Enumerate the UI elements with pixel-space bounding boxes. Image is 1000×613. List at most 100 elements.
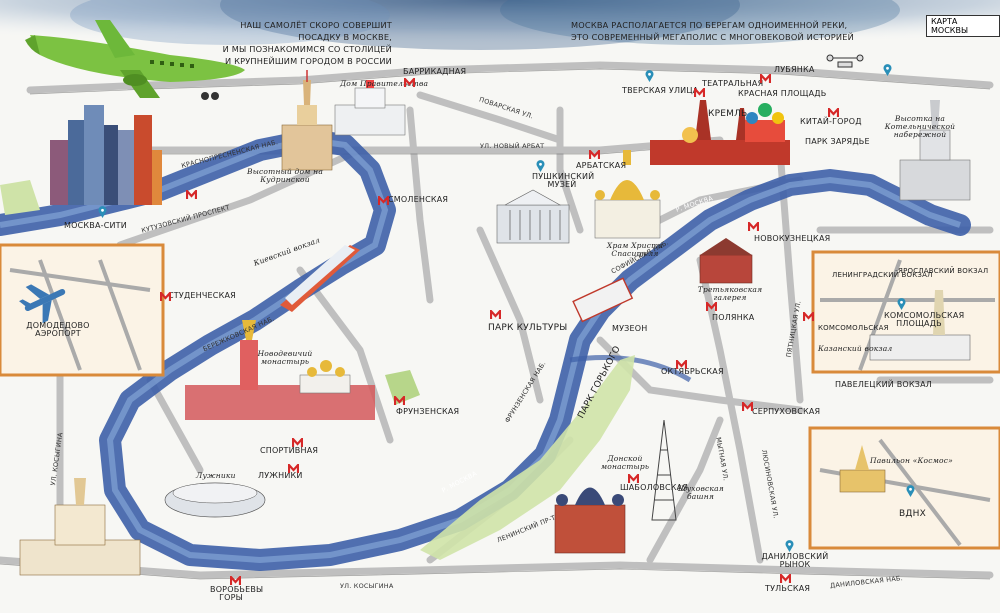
station-shabolovskaya: ШАБОЛОВСКАЯ (620, 483, 689, 492)
airport-plane-icon (19, 284, 66, 324)
kotelnicheskaya-building (899, 100, 971, 201)
label-kotelnicheskaya: Высотка на Котельнической набережной (884, 114, 956, 139)
metro-icon (378, 196, 389, 205)
map-title: КАРТА МОСКВЫ (926, 15, 1000, 37)
metro-icon (160, 292, 171, 301)
location-pin-icon (536, 160, 545, 172)
intro-left-line: И КРУПНЕЙШИМ ГОРОДОМ В РОССИИ (224, 55, 392, 66)
metro-icon (706, 302, 717, 311)
label-donskoy: Донской монастырь (600, 454, 650, 471)
kremlin-building (650, 100, 790, 165)
metro-icon (780, 574, 791, 583)
mgu-building (19, 478, 141, 576)
location-pin-icon (883, 64, 892, 76)
station-lubyanka: ЛУБЯНКА (774, 65, 815, 74)
drone-icon (826, 54, 864, 68)
location-pin-icon (785, 540, 794, 552)
label-kudrinskaya: Высотный дом на Кудринской (247, 167, 323, 184)
metro-icon (292, 438, 303, 447)
location-pin-icon (906, 485, 915, 497)
metro-icon (490, 310, 501, 319)
metro-icon (748, 222, 759, 231)
komsomolskaya-stations (869, 290, 971, 361)
station-smolenskaya: СМОЛЕНСКАЯ (388, 195, 449, 204)
station-sportivnaya: СПОРТИВНАЯ (260, 446, 319, 455)
station-vorobyovy-gory: ВОРОБЬЕВЫ ГОРЫ (210, 585, 264, 603)
intro-right-line: ЭТО СОВРЕМЕННЫЙ МЕГАПОЛИС С МНОГОВЕКОВОЙ… (571, 31, 854, 42)
metro-icon (628, 474, 639, 483)
station-luzhniki: ЛУЖНИКИ (258, 471, 303, 480)
intro-right: МОСКВА РАСПОЛАГАЕТСЯ ПО БЕРЕГАМ ОДНОИМЕН… (571, 20, 871, 44)
metro-icon (742, 402, 753, 411)
label-domodedovo: ДОМОДЕДОВО АЭРОПОРТ (26, 321, 90, 339)
tretyakov-gallery (699, 238, 753, 284)
label-red-square: КРАСНАЯ ПЛОЩАДЬ (738, 89, 827, 98)
label-yaroslavsky: ЯРОСЛАВСКИЙ ВОКЗАЛ (898, 267, 989, 275)
green-airplane-icon (25, 20, 245, 100)
kudrinskaya-building (281, 70, 333, 171)
river-boat (280, 245, 360, 312)
label-vdnh-pavilion: Павильон «Космос» (870, 456, 953, 465)
label-moscow-city: МОСКВА-СИТИ (64, 221, 127, 230)
metro-icon (694, 88, 705, 97)
location-pin-icon (645, 70, 654, 82)
label-paveletsky: ПАВЕЛЕЦКИЙ ВОКЗАЛ (835, 380, 932, 389)
station-polyanka: ПОЛЯНКА (712, 313, 755, 322)
station-studencheskaya: СТУДЕНЧЕСКАЯ (168, 291, 236, 300)
label-kazansky: Казанский вокзал (818, 344, 893, 353)
metro-icon (394, 396, 405, 405)
station-park-kultury: ПАРК КУЛЬТУРЫ (488, 323, 568, 333)
intro-left: НАШ САМОЛЁТ СКОРО СОВЕРШИТ ПОСАДКУ В МОС… (222, 20, 392, 68)
street-novy-arbat: УЛ. НОВЫЙ АРБАТ (480, 142, 545, 150)
station-arbatskaya: АРБАТСКАЯ (576, 161, 627, 170)
station-komsomolskaya: КОМСОМОЛЬСКАЯ (818, 324, 889, 332)
label-kremlin: КРЕМЛЬ (708, 109, 748, 119)
station-kitay-gorod: КИТАЙ-ГОРОД (800, 117, 862, 126)
intro-right-line: МОСКВА РАСПОЛАГАЕТСЯ ПО БЕРЕГАМ ОДНОИМЕН… (571, 20, 848, 30)
christ-saviour-cathedral (594, 150, 661, 239)
luzhniki-stadium (164, 482, 266, 518)
label-christ: Храм Христа Спасителя (606, 241, 664, 258)
station-tulskaya: ТУЛЬСКАЯ (765, 584, 811, 593)
donskoy-monastery (554, 487, 626, 554)
label-muzeon: МУЗЕОН (612, 324, 648, 333)
metro-icon (589, 150, 600, 159)
vdnh-pavilion (839, 445, 886, 493)
station-oktyabrskaya: ОКТЯБРЬСКАЯ (661, 367, 724, 376)
station-serpukhovskaya: СЕРПУХОВСКАЯ (752, 407, 821, 416)
metro-icon (186, 190, 197, 199)
station-novokuznetskaya: НОВОКУЗНЕЦКАЯ (754, 234, 831, 243)
label-shukhov: Шуховская башня (678, 484, 724, 501)
station-barrikadnaya: БАРРИКАДНАЯ (403, 67, 467, 76)
metro-icon (288, 464, 299, 473)
domodedovo-inset (0, 243, 165, 377)
novodevichy-convent (185, 320, 375, 420)
metro-icon (760, 74, 771, 83)
label-leningradsky: ЛЕНИНГРАДСКИЙ ВОКЗАЛ (832, 271, 933, 279)
sky-wash (0, 0, 1000, 60)
label-tverskaya: ТВЕРСКАЯ УЛИЦА (622, 86, 699, 95)
intro-left-line: И МЫ ПОЗНАКОМИМСЯ СО СТОЛИЦЕЙ (222, 43, 392, 54)
label-komsomolskaya-sq: КОМСОМОЛЬСКАЯ ПЛОЩАДЬ (884, 311, 965, 329)
metro-icon (404, 78, 415, 87)
label-vdnh: ВДНХ (899, 509, 926, 519)
label-zaryadye: ПАРК ЗАРЯДЬЕ (805, 137, 870, 146)
metro-icon (828, 108, 839, 117)
river-tram (572, 277, 634, 323)
label-white-house: Дом Правительства (340, 79, 429, 88)
location-pin-icon (897, 298, 906, 310)
grass-patch (385, 370, 420, 405)
label-luzhniki-stadium: Лужники (196, 471, 236, 480)
station-frunzenskaya: ФРУНЗЕНСКАЯ (396, 407, 460, 416)
shukhov-tower (651, 419, 677, 521)
moscow-city-towers (50, 105, 162, 205)
intro-left-line: НАШ САМОЛЁТ СКОРО СОВЕРШИТ ПОСАДКУ В МОС… (240, 20, 392, 42)
metro-icon (803, 312, 814, 321)
label-tretyakov: Третьяковская галерея (697, 285, 763, 302)
white-house-building (334, 80, 406, 136)
pushkin-museum-building (496, 189, 570, 244)
label-danilovsky: ДАНИЛОВСКИЙ РЫНОК (761, 552, 829, 570)
metro-icon (230, 576, 241, 585)
station-teatralnaya: ТЕАТРАЛЬНАЯ (702, 79, 764, 88)
